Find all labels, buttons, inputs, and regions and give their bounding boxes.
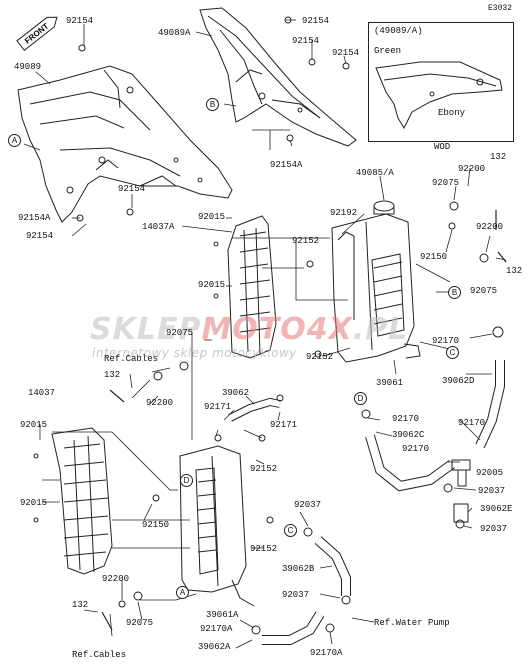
callout-marker: C	[446, 346, 459, 359]
part-label: 14037	[28, 388, 56, 398]
part-label: Ref.Water Pump	[374, 618, 450, 628]
part-label: 132	[506, 266, 523, 276]
part-label: 132	[104, 370, 121, 380]
hose-39062E	[453, 503, 469, 523]
part-label: 92152	[250, 464, 278, 474]
inset-code: (49089/A)	[374, 26, 423, 36]
part-label: 92037	[480, 524, 508, 534]
callout-marker: A	[8, 134, 21, 147]
hose-39062D	[475, 360, 505, 449]
callout-marker: C	[284, 524, 297, 537]
part-label: 92150	[420, 252, 448, 262]
part-label: 92037	[478, 486, 506, 496]
part-label: 92015	[20, 498, 48, 508]
part-label: 92075	[166, 328, 194, 338]
part-label: 14037A	[142, 222, 175, 232]
part-label: 92170	[392, 414, 420, 424]
part-label: 92075	[470, 286, 498, 296]
part-label: 132	[490, 152, 507, 162]
part-label: 92152	[292, 236, 320, 246]
front-direction-tag: FRONT	[16, 16, 58, 51]
part-label: 92075	[126, 618, 154, 628]
part-label: 92037	[294, 500, 322, 510]
part-label: 92170	[458, 418, 486, 428]
part-label: 92015	[198, 212, 226, 222]
part-label: 39062D	[442, 376, 475, 386]
part-label: 39062E	[480, 504, 513, 514]
hose-39062A	[262, 611, 325, 645]
part-label: 92170A	[310, 648, 343, 658]
part-label: 92152	[306, 352, 334, 362]
part-label: 49085/A	[356, 168, 394, 178]
part-label: 49089A	[158, 28, 191, 38]
part-label: 92075	[432, 178, 460, 188]
part-label: 39062	[222, 388, 250, 398]
left-shroud	[17, 65, 233, 223]
part-label: 39061	[376, 378, 404, 388]
part-label: Ref.Cables	[72, 650, 127, 660]
radiator-guard-lower	[51, 427, 113, 575]
part-label: 92171	[204, 402, 232, 412]
part-label: 92152	[250, 544, 278, 554]
part-label: 39062A	[198, 642, 231, 652]
part-label: 92170	[432, 336, 460, 346]
watermark-brand: SKLEPMOTO4X.PL	[90, 312, 409, 347]
tee-fitting	[451, 459, 471, 487]
radiator-upper	[331, 200, 421, 363]
callout-marker: D	[354, 392, 367, 405]
radiator-lower	[179, 445, 255, 607]
part-label: 92015	[20, 420, 48, 430]
inset-ebony-label: Ebony	[438, 108, 466, 118]
callout-marker: B	[206, 98, 219, 111]
part-label: 92150	[142, 520, 170, 530]
radiator-guard-upper	[227, 215, 277, 359]
hose-39062	[228, 397, 281, 422]
part-label: 92200	[102, 574, 130, 584]
hose-39062C	[365, 434, 455, 492]
part-label: 39062B	[282, 564, 315, 574]
callout-marker: B	[448, 286, 461, 299]
part-label: 92171	[270, 420, 298, 430]
part-label: 39062C	[392, 430, 425, 440]
part-label: 39061A	[206, 610, 239, 620]
part-label: 92200	[458, 164, 486, 174]
color-variant-inset	[368, 22, 514, 142]
part-label: 92200	[476, 222, 504, 232]
part-label: 92154	[66, 16, 94, 26]
callout-marker: A	[176, 586, 189, 599]
part-label: 92170A	[200, 624, 233, 634]
callout-marker: D	[180, 474, 193, 487]
part-label: 92170	[402, 444, 430, 454]
part-label: Ref.Cables	[104, 354, 159, 364]
part-label: 49089	[14, 62, 42, 72]
part-label: 92154A	[270, 160, 303, 170]
part-label: 92154	[26, 231, 54, 241]
inset-green-label: Green	[374, 46, 402, 56]
leader-lines	[23, 19, 507, 649]
part-label: 132	[72, 600, 89, 610]
part-label: 92005	[476, 468, 504, 478]
part-label: 92037	[282, 590, 310, 600]
diagram-code: E3032	[488, 4, 513, 13]
small-parts	[33, 16, 504, 635]
watermark-tagline: internetowy sklep motocyklowy	[92, 346, 297, 360]
inset-caption: WOD	[434, 142, 451, 152]
part-label: 92200	[146, 398, 174, 408]
inset-shroud	[375, 61, 503, 130]
part-label: 92154	[292, 36, 320, 46]
part-label: 92154	[118, 184, 146, 194]
part-label: 92015	[198, 280, 226, 290]
part-label: 92154	[332, 48, 360, 58]
hose-39062B	[314, 536, 351, 596]
part-label: 92154A	[18, 213, 51, 223]
right-shroud	[199, 7, 357, 147]
part-label: 92192	[330, 208, 358, 218]
part-label: 92154	[302, 16, 330, 26]
